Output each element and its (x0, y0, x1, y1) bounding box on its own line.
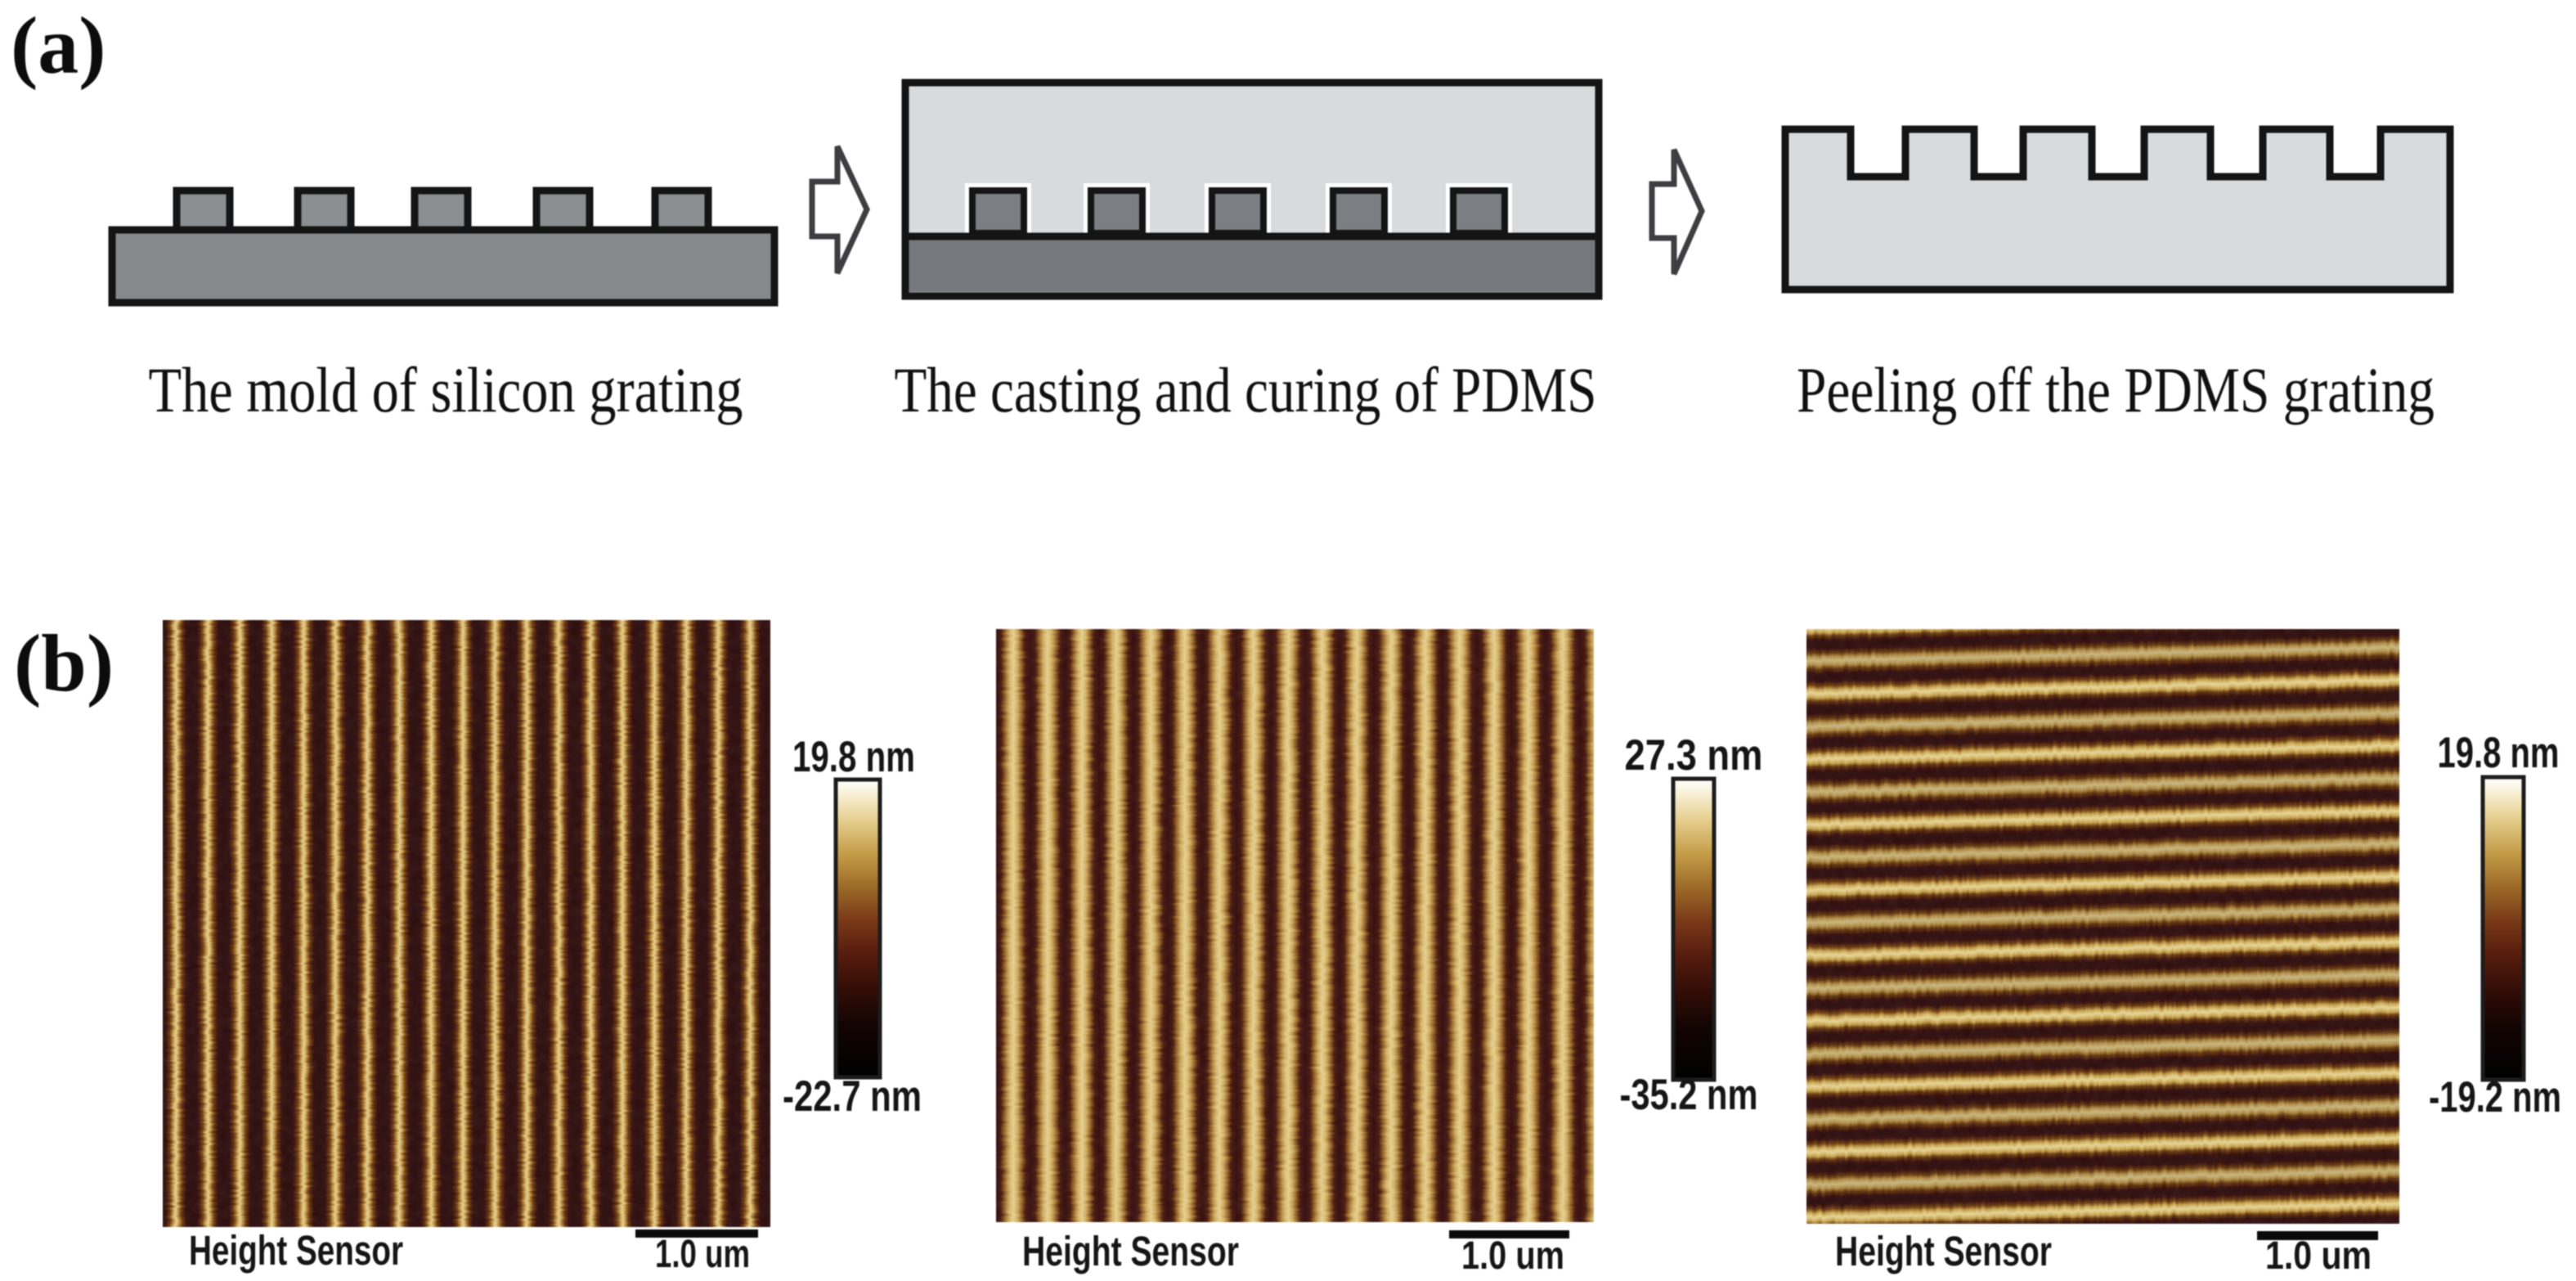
svg-text:-35.2 nm: -35.2 nm (1620, 1071, 1758, 1119)
svg-text:27.3 nm: 27.3 nm (1625, 731, 1763, 780)
svg-text:1.0 um: 1.0 um (1461, 1234, 1564, 1278)
svg-text:The casting and curing of PDMS: The casting and curing of PDMS (895, 354, 1597, 425)
svg-text:19.8 nm: 19.8 nm (2438, 729, 2560, 777)
svg-text:The mold of silicon grating: The mold of silicon grating (149, 354, 743, 425)
svg-text:-19.2 nm: -19.2 nm (2429, 1073, 2561, 1121)
svg-text:(a): (a) (11, 0, 106, 91)
svg-text:Height Sensor: Height Sensor (189, 1227, 403, 1274)
svg-text:1.0 um: 1.0 um (2265, 1234, 2372, 1278)
svg-text:(b): (b) (14, 618, 114, 708)
svg-text:Height Sensor: Height Sensor (1022, 1228, 1239, 1274)
svg-text:-22.7 nm: -22.7 nm (783, 1072, 922, 1121)
svg-text:19.8 nm: 19.8 nm (792, 733, 915, 781)
svg-text:Peeling off the PDMS grating: Peeling off the PDMS grating (1797, 354, 2435, 425)
svg-text:Height Sensor: Height Sensor (1835, 1228, 2052, 1274)
svg-text:1.0 um: 1.0 um (655, 1233, 750, 1276)
